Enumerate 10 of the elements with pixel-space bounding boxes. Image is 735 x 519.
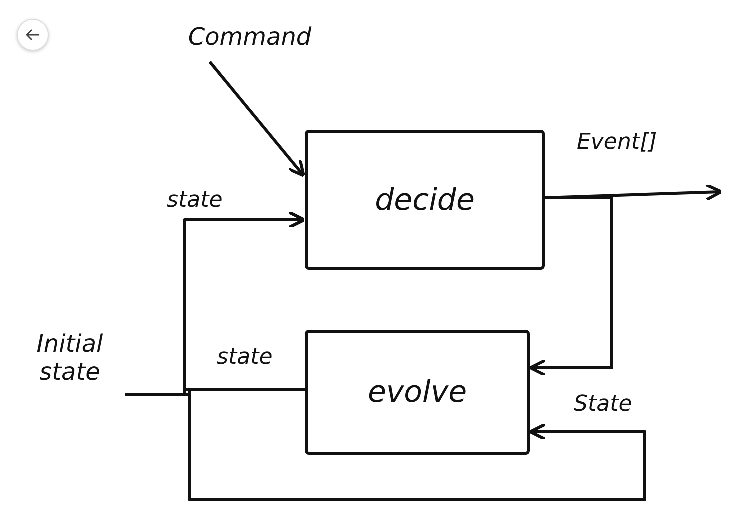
node-label: decide — [375, 182, 475, 218]
input-label: Initial state — [36, 330, 104, 386]
process-box — [305, 330, 530, 455]
node-label: evolve — [368, 375, 468, 410]
arrow — [125, 393, 646, 502]
arrow — [529, 196, 614, 377]
arrow — [208, 61, 306, 178]
edge-label: Event[] — [575, 130, 660, 155]
process-box — [305, 130, 545, 270]
input-label: Command — [188, 23, 312, 51]
